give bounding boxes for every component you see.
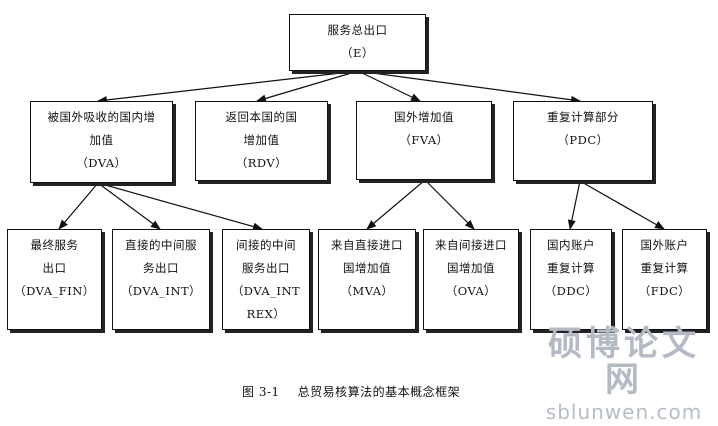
edge-root-dva: [97, 70, 359, 104]
node-line: （OVA）: [445, 284, 497, 298]
edge-root-pdc: [357, 70, 581, 104]
node-line: 国外增加值: [394, 110, 454, 124]
edge-root-rdv: [256, 70, 359, 103]
edge-dva-dvafin: [58, 182, 99, 230]
accounting-framework-diagram: 服务总出口 （E） 被国外吸收的国内增 加值 （DVA） 返回本国的国 增加值 …: [7, 14, 707, 424]
node-line: 返回本国的国: [225, 110, 298, 124]
node-line: （PDC）: [557, 133, 609, 147]
node-ddc: 国内账户 重复计算 （DDC）: [530, 229, 612, 330]
node-line: 被国外吸收的国内增: [47, 110, 156, 124]
node-line: （FDC）: [638, 284, 691, 298]
node-line: （DDC）: [544, 284, 598, 298]
node-line: （MVA）: [340, 284, 394, 298]
diagram-edges: [58, 70, 665, 231]
node-dva-intrex: 间接的中间 服务出口 （DVA_INT REX）: [222, 229, 310, 330]
node-line: （E）: [341, 46, 374, 60]
node-line: 重复计算部分: [547, 110, 619, 124]
node-line: 最终服务: [30, 238, 79, 252]
figure-number: 图 3-1: [242, 385, 280, 399]
node-fva: 国外增加值 （FVA）: [356, 101, 492, 180]
node-rdv: 返回本国的国 增加值 （RDV）: [195, 101, 328, 181]
watermark-domain: sblunwen.com: [545, 400, 703, 424]
edge-root-fva: [357, 70, 421, 102]
edge-dva-dvaintrex: [97, 182, 263, 231]
node-service-total-exports: 服务总出口 （E）: [289, 14, 426, 71]
node-line: 国内账户: [547, 238, 595, 252]
node-line: 重复计算: [640, 261, 689, 275]
node-line: （DVA_INT）: [120, 284, 202, 298]
node-line: REX）: [246, 307, 286, 321]
node-fdc: 国外账户 重复计算 （FDC）: [622, 229, 707, 330]
node-line: 来自直接进口: [331, 238, 403, 252]
figure-title: 总贸易核算法的基本概念框架: [297, 385, 461, 399]
node-line: 来自间接进口: [435, 238, 507, 252]
node-line: 服务出口: [242, 261, 290, 275]
node-line: 国增加值: [447, 261, 495, 275]
node-line: （DVA_INT: [231, 284, 301, 298]
node-line: 增加值: [243, 133, 280, 147]
node-line: 间接的中间: [236, 238, 296, 252]
node-dva-int: 直接的中间服 务出口 （DVA_INT）: [112, 229, 210, 330]
node-line: 重复计算: [547, 261, 595, 275]
edge-fva-mva: [366, 179, 426, 230]
node-pdc: 重复计算部分 （PDC）: [513, 101, 653, 181]
edge-fva-ova: [424, 179, 475, 230]
node-line: （DVA）: [76, 156, 127, 170]
node-line: 国外账户: [640, 238, 689, 252]
node-line: 出口: [42, 261, 67, 275]
node-line: 国增加值: [343, 261, 391, 275]
node-line: 直接的中间服: [125, 238, 197, 252]
edge-pdc-fdc: [579, 180, 665, 230]
node-line: （FVA）: [399, 133, 449, 147]
figure-caption: 图 3-1 总贸易核算法的基本概念框架: [242, 383, 460, 400]
node-line: 务出口: [143, 261, 179, 275]
node-dva-fin: 最终服务 出口 （DVA_FIN）: [7, 229, 102, 330]
node-line: 加值: [89, 133, 114, 147]
node-ova: 来自间接进口 国增加值 （OVA）: [423, 229, 519, 330]
node-mva: 来自直接进口 国增加值 （MVA）: [318, 229, 416, 330]
edge-dva-dvaint: [97, 182, 161, 230]
node-line: （DVA_FIN）: [14, 284, 95, 298]
node-line: 服务总出口: [327, 23, 388, 37]
edge-pdc-ddc: [567, 180, 581, 230]
node-dva: 被国外吸收的国内增 加值 （DVA）: [30, 101, 173, 183]
node-line: （RDV）: [235, 156, 288, 170]
